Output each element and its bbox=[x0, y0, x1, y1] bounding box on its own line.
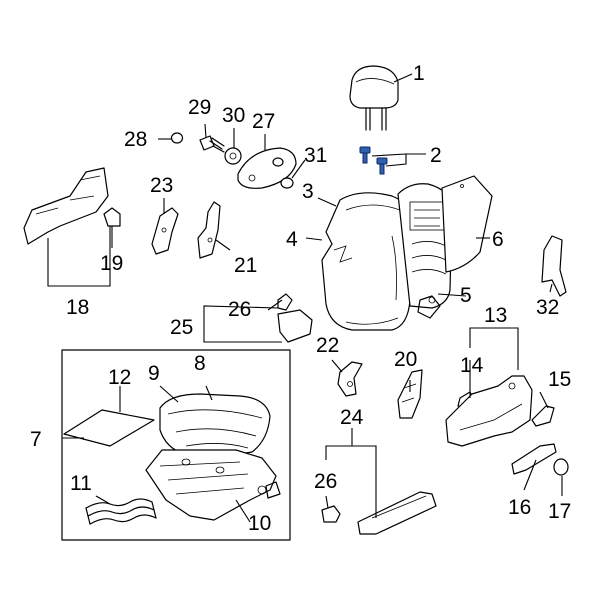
callout-18: 18 bbox=[66, 296, 89, 319]
callout-8: 8 bbox=[194, 352, 206, 375]
callout-19: 19 bbox=[100, 252, 123, 275]
callout-26b: 26 bbox=[314, 470, 337, 493]
part-seatback-cover bbox=[321, 192, 413, 331]
callout-5: 5 bbox=[460, 284, 472, 307]
callout-22: 22 bbox=[316, 334, 339, 357]
callout-11: 11 bbox=[70, 472, 92, 495]
callout-2: 2 bbox=[430, 144, 442, 167]
part-seat-springs bbox=[85, 498, 157, 525]
part-nut bbox=[224, 147, 242, 165]
part-lower-rail-cover bbox=[357, 491, 437, 535]
part-knob-cover bbox=[531, 405, 555, 427]
callout-7: 7 bbox=[30, 428, 42, 451]
part-handle bbox=[511, 443, 557, 475]
callout-20: 20 bbox=[394, 348, 417, 371]
callout-17: 17 bbox=[548, 500, 571, 523]
part-trim-clip bbox=[103, 207, 121, 227]
part-rail-cover bbox=[277, 293, 313, 343]
part-bracket-left bbox=[151, 207, 179, 255]
part-headrest bbox=[349, 65, 399, 131]
callout-23: 23 bbox=[150, 174, 173, 197]
callout-32: 32 bbox=[536, 296, 559, 319]
callout-28: 28 bbox=[124, 128, 147, 151]
callout-4: 4 bbox=[286, 228, 298, 251]
callout-9: 9 bbox=[148, 362, 160, 385]
part-small-clip bbox=[321, 505, 341, 523]
callout-1: 1 bbox=[413, 62, 425, 85]
part-seat-frame bbox=[145, 449, 281, 521]
part-side-trim-piece bbox=[541, 235, 567, 297]
part-side-trim bbox=[23, 167, 109, 245]
callout-26a: 26 bbox=[228, 298, 251, 321]
part-bolt bbox=[199, 135, 225, 153]
part-side-bracket bbox=[397, 369, 423, 419]
part-cushion-pad bbox=[63, 409, 155, 447]
part-knob bbox=[553, 458, 569, 476]
callout-24: 24 bbox=[340, 406, 364, 429]
callout-14: 14 bbox=[460, 354, 484, 377]
part-back-panel bbox=[441, 175, 493, 273]
leader-lines bbox=[47, 73, 563, 523]
part-hinge-bracket bbox=[337, 361, 363, 397]
callout-21: 21 bbox=[234, 254, 257, 277]
part-bracket-right bbox=[197, 201, 221, 259]
part-seat-cushion bbox=[159, 393, 271, 457]
callout-29: 29 bbox=[188, 96, 211, 119]
callout-labels: 1 2 3 4 5 6 7 8 9 10 11 12 13 14 15 16 1… bbox=[30, 62, 571, 535]
callout-31: 31 bbox=[304, 144, 327, 167]
callout-13: 13 bbox=[484, 304, 507, 327]
callout-16: 16 bbox=[508, 496, 531, 519]
callout-30: 30 bbox=[222, 104, 245, 127]
part-side-shield bbox=[445, 375, 533, 447]
callout-10: 10 bbox=[248, 512, 271, 535]
part-clip bbox=[170, 132, 184, 144]
callout-6: 6 bbox=[492, 228, 504, 251]
part-ring bbox=[280, 177, 294, 189]
cushion-group-box bbox=[61, 349, 291, 541]
callout-25: 25 bbox=[170, 316, 193, 339]
callout-27: 27 bbox=[252, 110, 275, 133]
part-recliner-cover bbox=[237, 147, 297, 189]
callout-3: 3 bbox=[302, 180, 314, 203]
callout-12: 12 bbox=[108, 366, 131, 389]
part-headrest-guides bbox=[359, 146, 388, 175]
callout-15: 15 bbox=[548, 368, 571, 391]
